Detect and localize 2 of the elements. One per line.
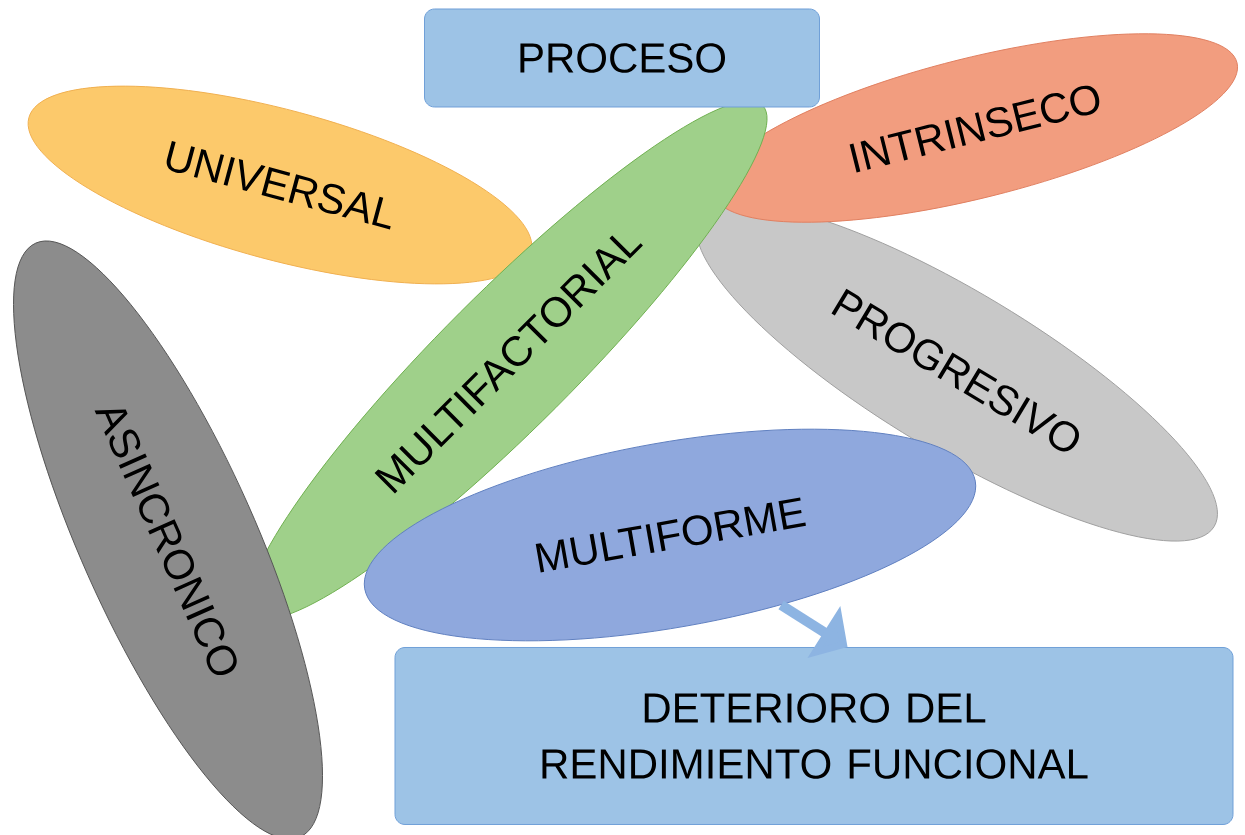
process-box: PROCESO xyxy=(424,8,820,108)
result-box: DETERIORO DEL RENDIMIENTO FUNCIONAL xyxy=(394,647,1234,825)
